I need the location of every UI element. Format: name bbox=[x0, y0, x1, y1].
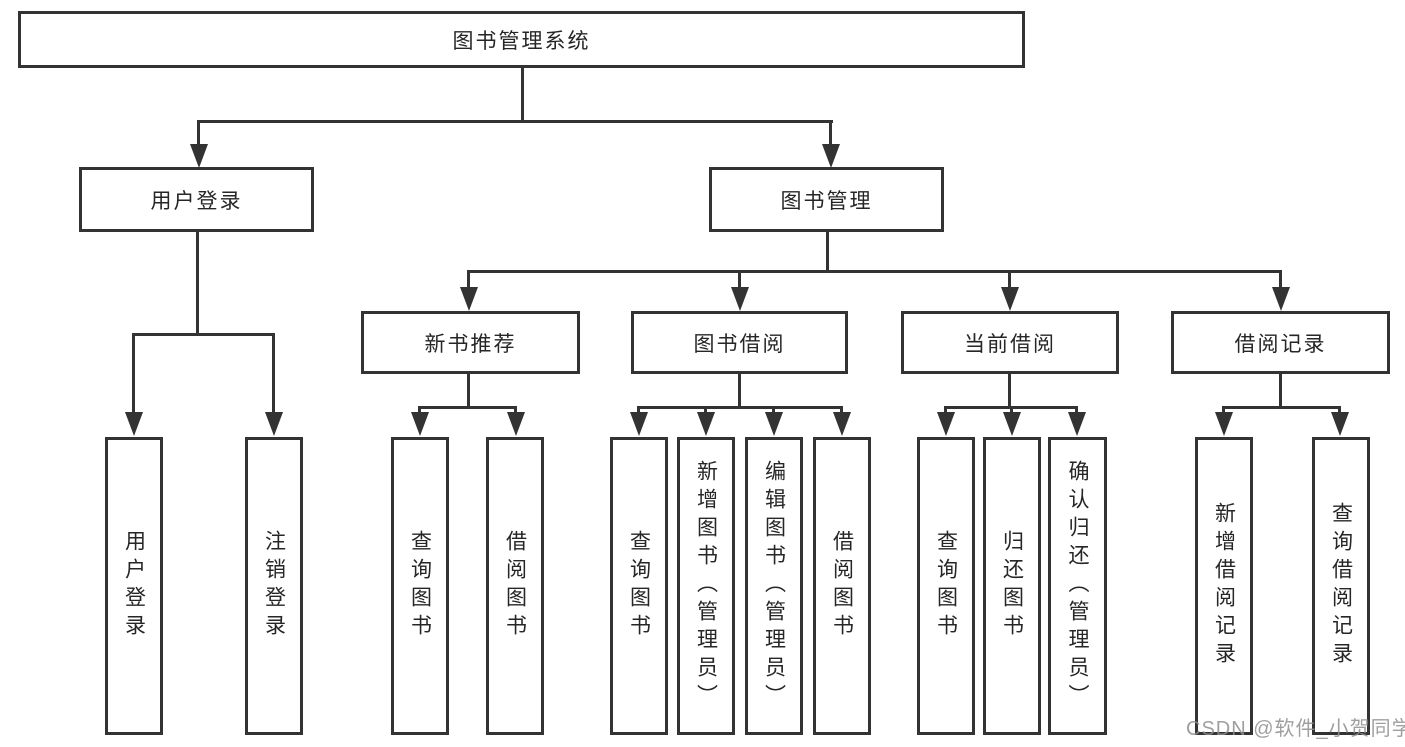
leaf-current-confirm-return-admin: 确认归还（管理员） bbox=[1048, 437, 1107, 735]
arrow-down-icon bbox=[460, 287, 478, 311]
connector bbox=[1222, 406, 1341, 409]
connector bbox=[772, 406, 775, 416]
leaf-user-login: 用户登录 bbox=[105, 437, 163, 735]
arrow-down-icon bbox=[190, 144, 208, 168]
connector bbox=[1279, 374, 1282, 409]
node-book-management-label: 图书管理 bbox=[780, 189, 873, 213]
connector bbox=[418, 406, 421, 416]
node-root-label: 图书管理系统 bbox=[452, 29, 591, 53]
connector bbox=[467, 270, 1282, 273]
arrow-down-icon bbox=[765, 412, 783, 436]
leaf-current-confirm-return-admin-label: 确认归还（管理员） bbox=[1066, 460, 1089, 712]
node-user-login-label: 用户登录 bbox=[150, 189, 243, 213]
leaf-current-return-books-label: 归还图书 bbox=[1000, 530, 1024, 642]
arrow-down-icon bbox=[1003, 412, 1021, 436]
connector bbox=[1279, 270, 1282, 290]
arrow-down-icon bbox=[697, 412, 715, 436]
connector bbox=[637, 406, 640, 416]
connector bbox=[1008, 270, 1011, 290]
connector bbox=[1222, 406, 1225, 416]
connector bbox=[1008, 374, 1011, 409]
leaf-records-add-record: 新增借阅记录 bbox=[1195, 437, 1253, 735]
node-book-borrow-label: 图书借阅 bbox=[693, 332, 786, 356]
connector bbox=[1075, 406, 1078, 416]
leaf-newbook-borrow-books-label: 借阅图书 bbox=[503, 530, 527, 642]
leaf-newbook-query-books: 查询图书 bbox=[391, 437, 449, 735]
arrow-down-icon bbox=[630, 412, 648, 436]
arrow-down-icon bbox=[822, 144, 840, 168]
node-new-book-recommend-label: 新书推荐 bbox=[424, 332, 517, 356]
connector bbox=[132, 333, 135, 415]
leaf-newbook-query-books-label: 查询图书 bbox=[408, 530, 432, 642]
leaf-records-add-record-label: 新增借阅记录 bbox=[1212, 502, 1236, 670]
arrow-down-icon bbox=[1331, 412, 1349, 436]
connector bbox=[418, 406, 517, 409]
connector bbox=[840, 406, 843, 416]
leaf-current-query-books: 查询图书 bbox=[917, 437, 975, 735]
leaf-user-login-label: 用户登录 bbox=[122, 530, 146, 642]
node-book-management: 图书管理 bbox=[709, 167, 944, 232]
leaf-logout: 注销登录 bbox=[245, 437, 303, 735]
node-book-borrow: 图书借阅 bbox=[631, 311, 848, 374]
connector bbox=[826, 232, 829, 272]
connector bbox=[738, 270, 741, 290]
connector bbox=[521, 65, 524, 123]
connector bbox=[272, 333, 275, 415]
leaf-records-query-record: 查询借阅记录 bbox=[1312, 437, 1370, 735]
leaf-newbook-borrow-books: 借阅图书 bbox=[486, 437, 544, 735]
leaf-borrow-edit-books-admin-label: 编辑图书（管理员） bbox=[762, 460, 786, 712]
connector bbox=[704, 406, 707, 416]
node-user-login: 用户登录 bbox=[79, 167, 314, 232]
node-current-borrow-label: 当前借阅 bbox=[964, 332, 1056, 356]
arrow-down-icon bbox=[1215, 412, 1233, 436]
connector bbox=[467, 270, 470, 290]
arrow-down-icon bbox=[411, 412, 429, 436]
arrow-down-icon bbox=[507, 412, 525, 436]
leaf-borrow-query-books: 查询图书 bbox=[610, 437, 668, 735]
connector bbox=[132, 333, 275, 336]
arrow-down-icon bbox=[937, 412, 955, 436]
arrow-down-icon bbox=[1068, 412, 1086, 436]
leaf-borrow-edit-books-admin: 编辑图书（管理员） bbox=[745, 437, 803, 735]
connector bbox=[514, 406, 517, 416]
connector bbox=[1338, 406, 1341, 416]
node-borrow-records: 借阅记录 bbox=[1171, 311, 1390, 374]
connector bbox=[467, 374, 470, 409]
leaf-borrow-borrow-books-label: 借阅图书 bbox=[830, 530, 854, 642]
arrow-down-icon bbox=[1001, 287, 1019, 311]
connector bbox=[1010, 406, 1013, 416]
arrow-down-icon bbox=[1272, 287, 1290, 311]
leaf-borrow-add-books-admin: 新增图书（管理员） bbox=[677, 437, 735, 735]
node-root: 图书管理系统 bbox=[18, 11, 1025, 68]
node-new-book-recommend: 新书推荐 bbox=[361, 311, 580, 374]
leaf-borrow-add-books-admin-label: 新增图书（管理员） bbox=[694, 460, 718, 712]
leaf-current-return-books: 归还图书 bbox=[983, 437, 1041, 735]
connector bbox=[197, 120, 200, 148]
arrow-down-icon bbox=[265, 412, 283, 436]
leaf-borrow-borrow-books: 借阅图书 bbox=[813, 437, 871, 735]
leaf-records-query-record-label: 查询借阅记录 bbox=[1329, 502, 1353, 670]
arrow-down-icon bbox=[833, 412, 851, 436]
csdn-watermark: CSDN @软件_小贺同学 bbox=[1186, 718, 1405, 740]
connector bbox=[944, 406, 947, 416]
leaf-borrow-query-books-label: 查询图书 bbox=[627, 530, 651, 642]
connector bbox=[738, 374, 741, 409]
connector bbox=[196, 232, 199, 335]
arrow-down-icon bbox=[731, 287, 749, 311]
leaf-logout-label: 注销登录 bbox=[262, 530, 286, 642]
connector bbox=[197, 120, 833, 123]
arrow-down-icon bbox=[125, 412, 143, 436]
connector bbox=[637, 406, 842, 409]
node-borrow-records-label: 借阅记录 bbox=[1234, 332, 1327, 356]
connector bbox=[829, 120, 832, 148]
leaf-current-query-books-label: 查询图书 bbox=[934, 530, 958, 642]
node-current-borrow: 当前借阅 bbox=[901, 311, 1119, 374]
